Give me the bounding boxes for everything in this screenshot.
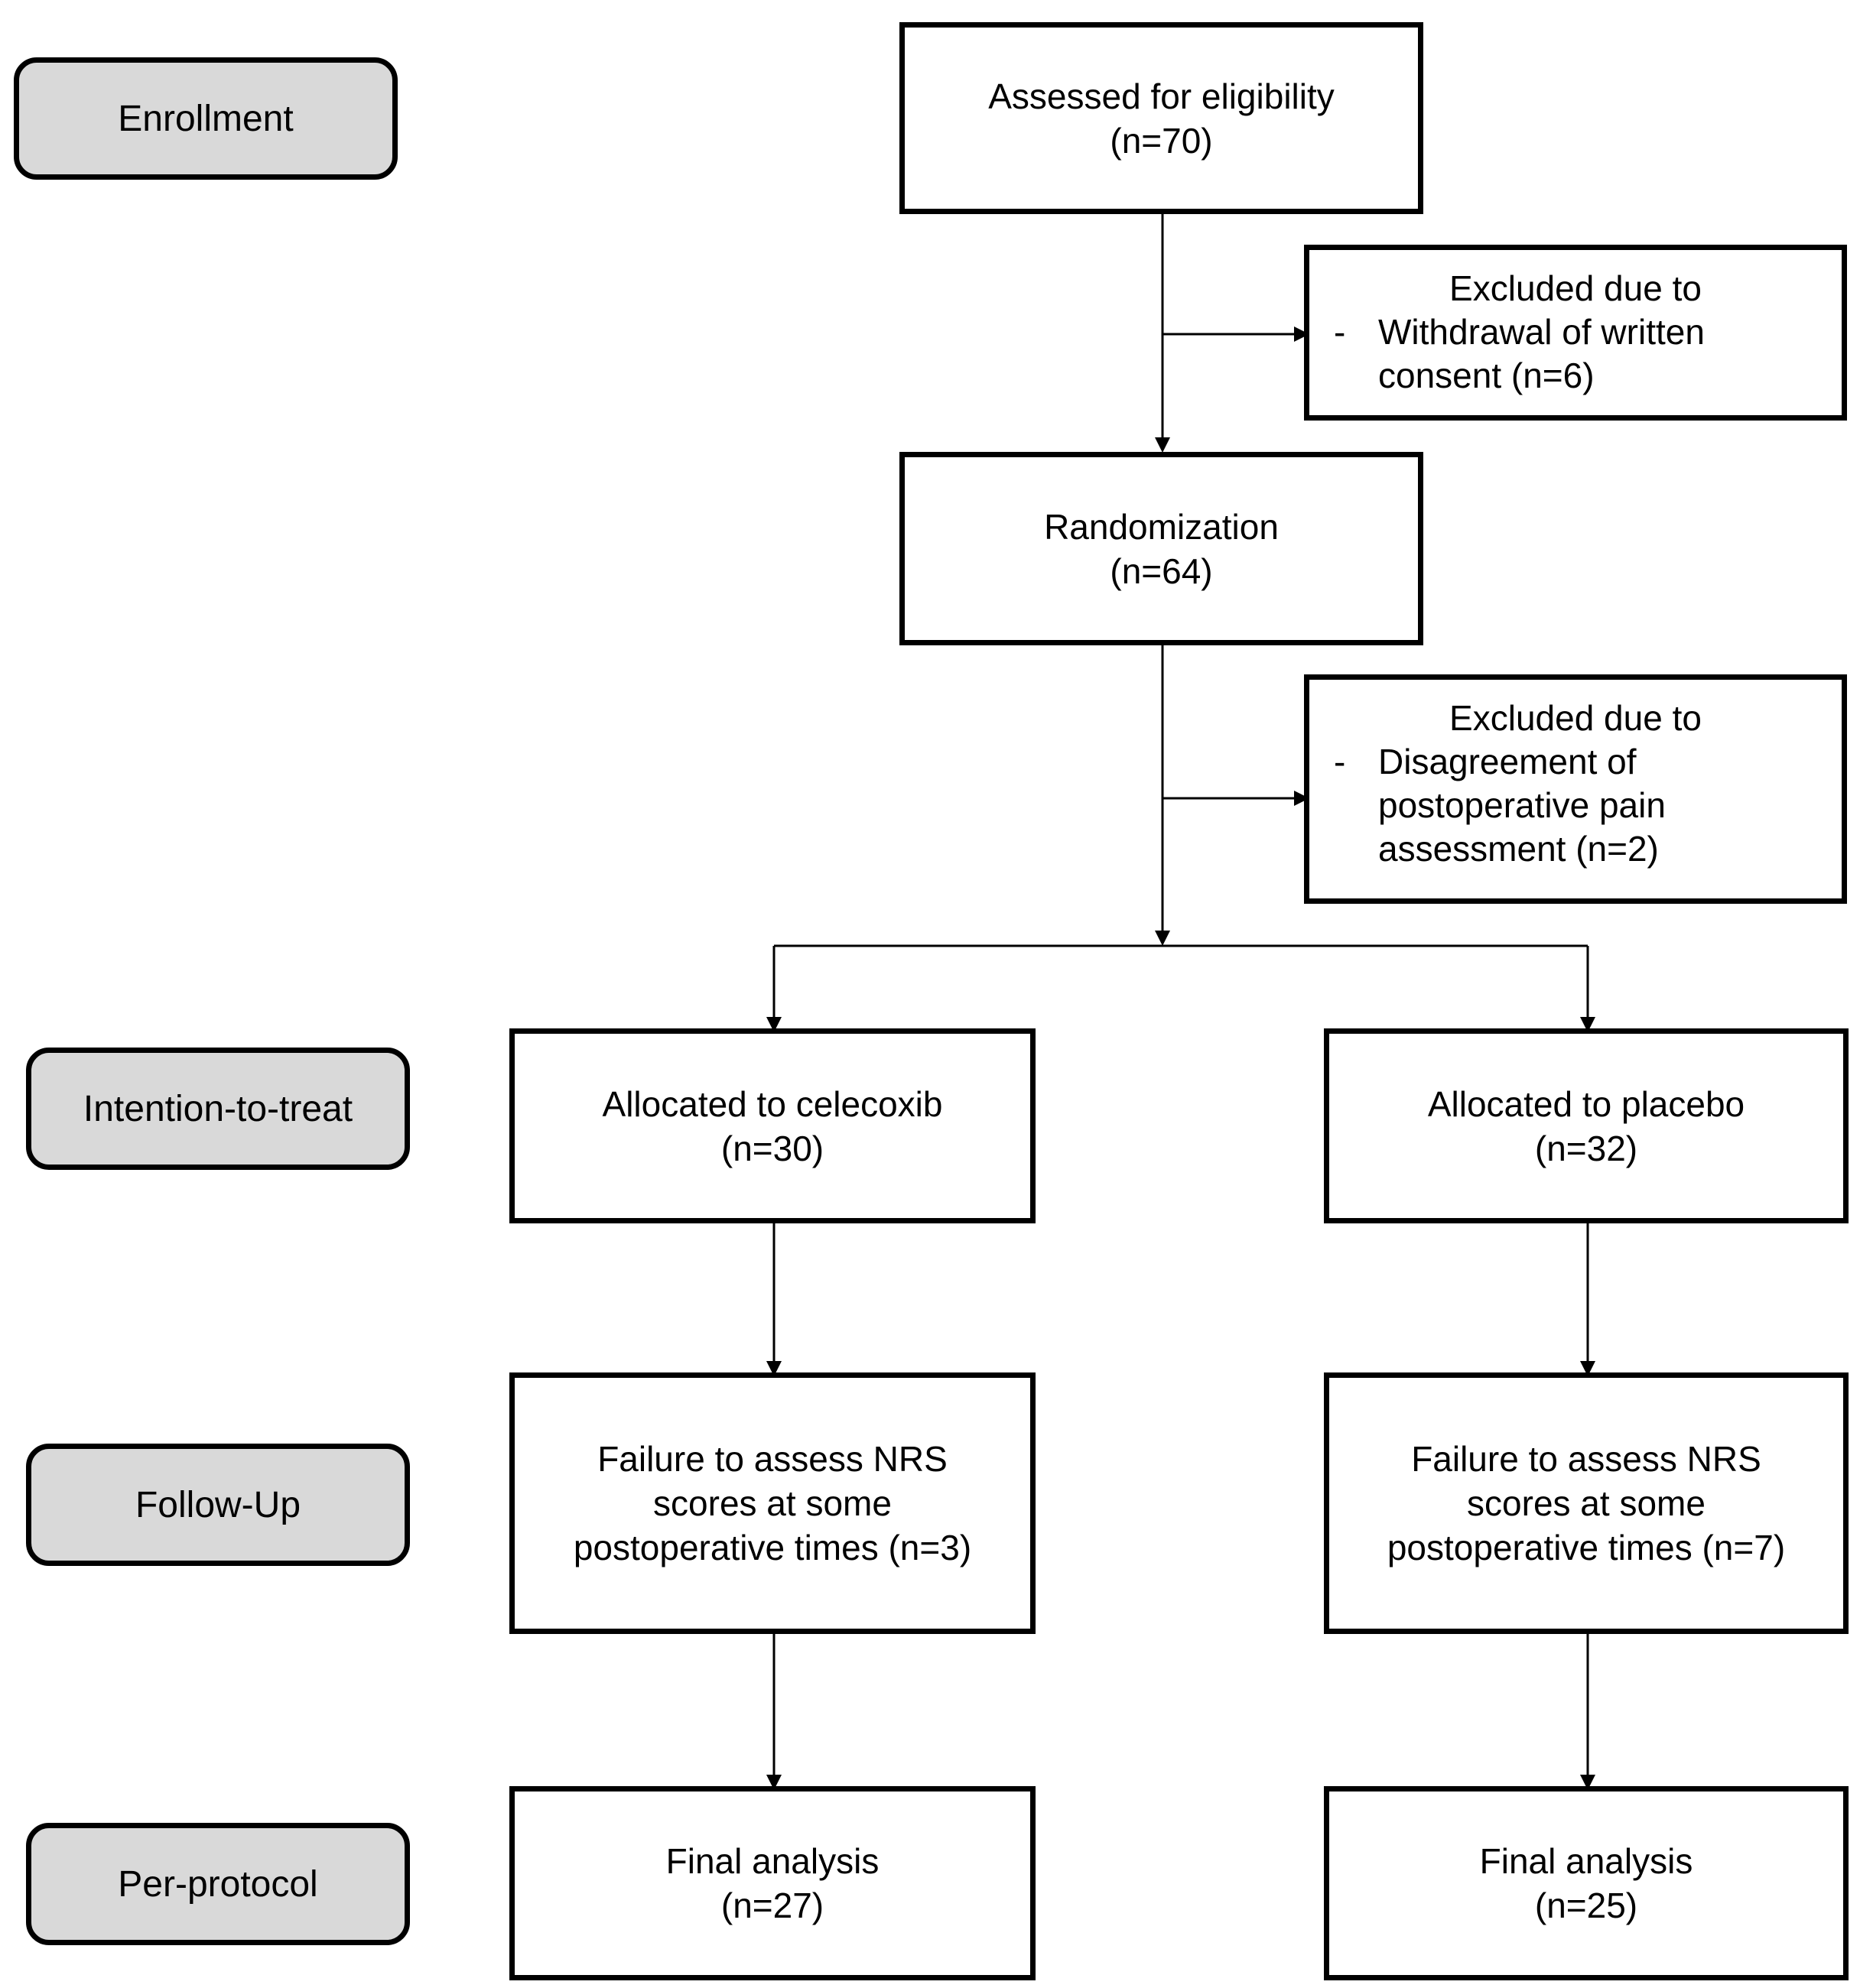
placebo-allocation-box: Allocated to placebo (n=32) — [1324, 1028, 1849, 1223]
arrowhead-to-split — [1155, 931, 1170, 946]
stage-followup-label: Follow-Up — [135, 1484, 301, 1525]
exclusion-disagreement-bullet: - — [1334, 742, 1346, 781]
exclusion-disagreement-heading: Excluded due to — [1449, 698, 1702, 738]
arrowhead-to-celecoxib-allocation — [766, 1017, 782, 1032]
stage-enrollment-label: Enrollment — [118, 98, 294, 139]
celecoxib-allocation-box: Allocated to celecoxib (n=30) — [509, 1028, 1036, 1223]
arrowhead-to-randomization — [1155, 437, 1170, 453]
exclusion-withdrawal-reason: Withdrawal of written consent (n=6) — [1378, 312, 1705, 395]
assessed-box: Assessed for eligibility (n=70) — [899, 22, 1423, 214]
assessed-title: Assessed for eligibility — [988, 76, 1335, 116]
placebo-followup-line3: postoperative times (n=7) — [1387, 1528, 1786, 1567]
exclusion-disagreement-item: - Disagreement of postoperative pain ass… — [1309, 740, 1842, 871]
exclusion-withdrawal-bullet: - — [1334, 312, 1346, 352]
exclusion-disagreement-box: Excluded due to - Disagreement of postop… — [1304, 674, 1847, 904]
placebo-final-count: (n=25) — [1534, 1886, 1638, 1925]
stage-intention-to-treat: Intention-to-treat — [26, 1048, 410, 1170]
assessed-count: (n=70) — [1110, 120, 1213, 161]
placebo-followup-line1: Failure to assess NRS — [1411, 1439, 1761, 1479]
placebo-allocation-title: Allocated to placebo — [1427, 1083, 1745, 1124]
celecoxib-followup-line1: Failure to assess NRS — [597, 1439, 948, 1479]
celecoxib-allocation-count: (n=30) — [720, 1128, 824, 1168]
stage-enrollment: Enrollment — [14, 57, 398, 180]
exclusion-disagreement-reason: Disagreement of postoperative pain asses… — [1378, 742, 1666, 869]
randomization-count: (n=64) — [1110, 551, 1213, 591]
placebo-final-title: Final analysis — [1479, 1841, 1693, 1881]
celecoxib-final-count: (n=27) — [720, 1886, 824, 1925]
arrowhead-to-placebo-followup — [1580, 1361, 1595, 1376]
arrowhead-to-placebo-final — [1580, 1775, 1595, 1790]
arrowhead-to-celecoxib-final — [766, 1775, 782, 1790]
randomization-box: Randomization (n=64) — [899, 452, 1423, 645]
celecoxib-followup-line2: scores at some — [653, 1483, 892, 1523]
arrowhead-to-exclusion2 — [1294, 791, 1309, 806]
placebo-followup-box: Failure to assess NRS scores at some pos… — [1324, 1372, 1849, 1634]
placebo-followup-line2: scores at some — [1467, 1483, 1706, 1523]
celecoxib-followup-line3: postoperative times (n=3) — [573, 1528, 972, 1567]
randomization-title: Randomization — [1044, 506, 1279, 547]
arrowhead-to-placebo-allocation — [1580, 1017, 1595, 1032]
celecoxib-allocation-title: Allocated to celecoxib — [602, 1083, 943, 1124]
exclusion-withdrawal-heading: Excluded due to — [1449, 268, 1702, 308]
stage-follow-up: Follow-Up — [26, 1444, 410, 1566]
celecoxib-followup-box: Failure to assess NRS scores at some pos… — [509, 1372, 1036, 1634]
exclusion-withdrawal-box: Excluded due to - Withdrawal of written … — [1304, 245, 1847, 421]
stage-itt-label: Intention-to-treat — [83, 1088, 353, 1129]
celecoxib-final-title: Final analysis — [665, 1841, 880, 1881]
stage-perprotocol-label: Per-protocol — [118, 1863, 318, 1905]
placebo-allocation-count: (n=32) — [1534, 1128, 1638, 1168]
celecoxib-final-box: Final analysis (n=27) — [509, 1786, 1036, 1980]
exclusion-withdrawal-item: - Withdrawal of written consent (n=6) — [1309, 310, 1842, 398]
stage-per-protocol: Per-protocol — [26, 1823, 410, 1945]
placebo-final-box: Final analysis (n=25) — [1324, 1786, 1849, 1980]
arrowhead-to-exclusion1 — [1294, 326, 1309, 342]
arrowhead-to-celecoxib-followup — [766, 1361, 782, 1376]
